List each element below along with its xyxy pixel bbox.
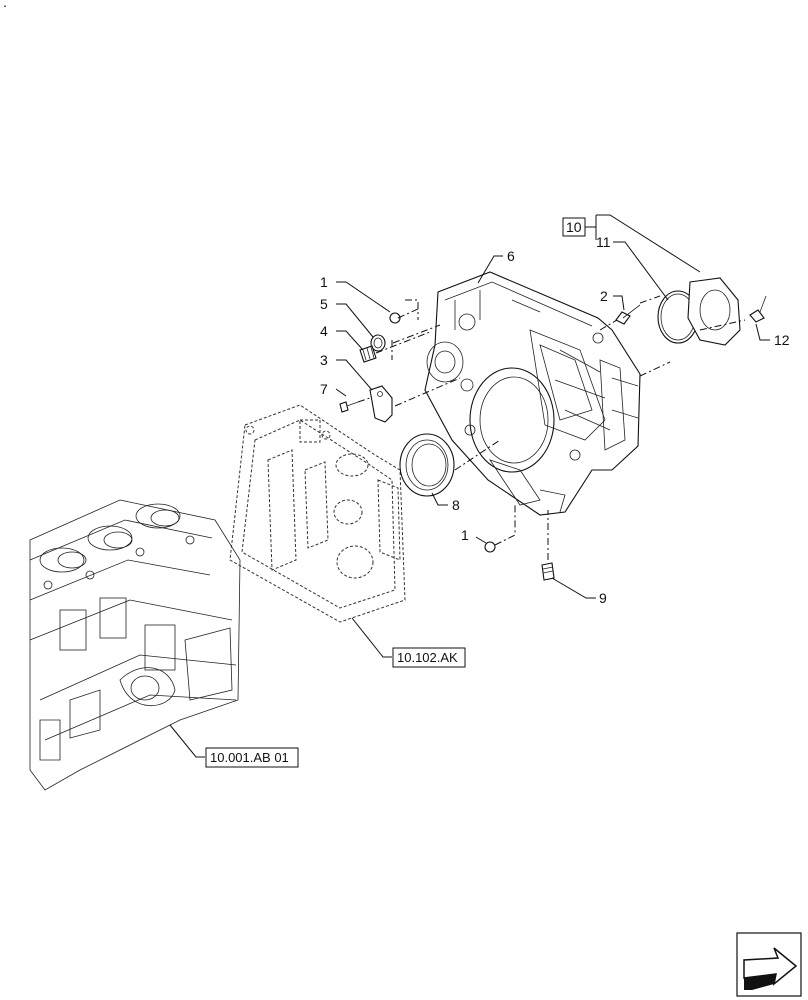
flywheel-housing-illustration	[424, 271, 641, 516]
callout-3: 3	[320, 352, 328, 368]
next-page-arrow-icon[interactable]	[736, 932, 802, 997]
cover-assembly-part	[687, 277, 741, 346]
reference-timing-plate-label: 10.102.AK	[397, 650, 458, 665]
callout-5: 5	[320, 296, 328, 312]
seal-ring-part	[370, 334, 386, 352]
callout-1-top: 1	[320, 274, 328, 290]
callout-12: 12	[774, 332, 790, 348]
callout-10-box	[562, 217, 586, 237]
callout-8: 8	[452, 497, 460, 513]
screw-part-7	[339, 401, 359, 413]
callout-11: 11	[596, 234, 611, 250]
callout-6: 6	[507, 248, 515, 264]
engine-block-illustration	[29, 499, 241, 791]
stud-part	[541, 562, 555, 581]
timing-plate-illustration	[229, 404, 406, 623]
plug-part-bottom	[484, 541, 496, 553]
leader-lines	[169, 214, 770, 758]
reference-engine-block[interactable]: 10.001.AB 01	[205, 747, 299, 768]
callout-9: 9	[599, 590, 607, 606]
reference-engine-block-label: 10.001.AB 01	[210, 750, 289, 765]
threaded-plug-part	[359, 345, 377, 363]
assembly-axes	[357, 295, 746, 560]
crankshaft-seal-part	[399, 433, 455, 497]
callout-10: 10	[566, 219, 582, 235]
callout-2: 2	[600, 288, 608, 304]
callout-1-bottom: 1	[461, 527, 469, 543]
callout-labels: 1 5 4 3 7 2 6 8 1 9 10 11 12	[320, 217, 790, 606]
reference-timing-plate[interactable]: 10.102.AK	[392, 647, 466, 668]
callout-4: 4	[320, 323, 328, 339]
corner-mark: .	[3, 0, 7, 10]
bolt-part-2	[615, 304, 641, 325]
plug-part-top	[389, 312, 401, 324]
cover-plate-part	[369, 385, 393, 423]
callout-7: 7	[320, 381, 328, 397]
bolt-part-12	[749, 295, 767, 323]
